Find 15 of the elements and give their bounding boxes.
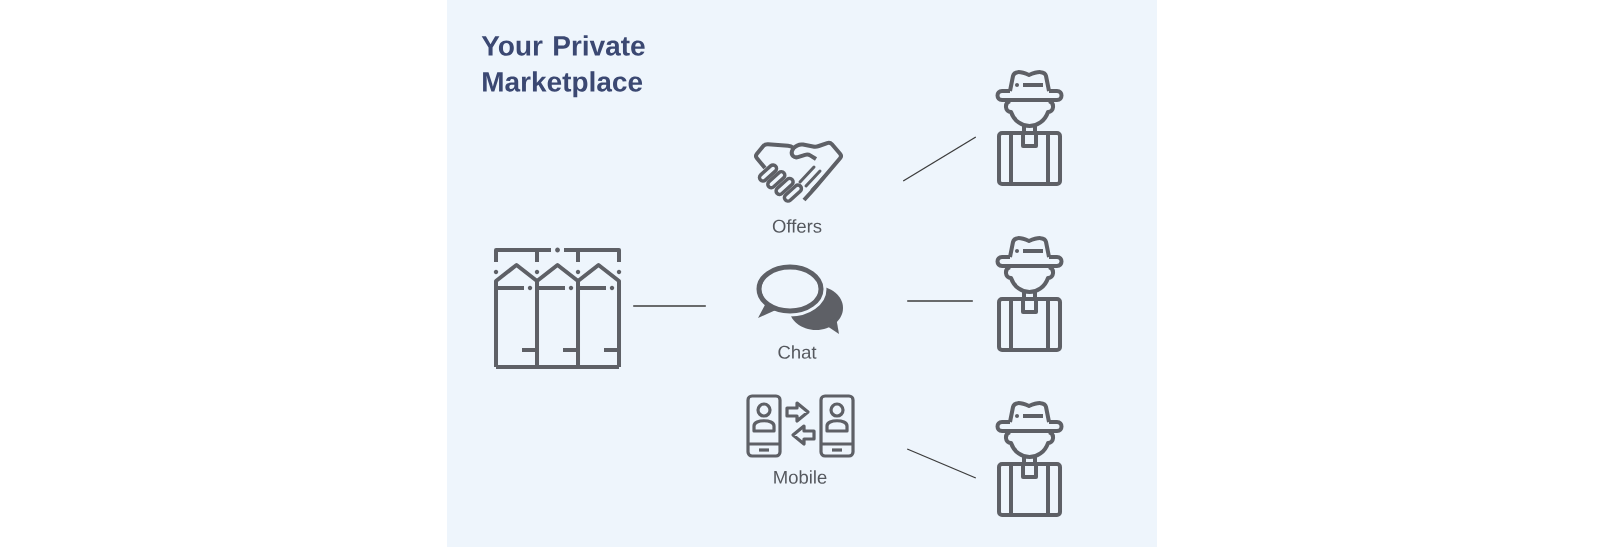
icon-caption: Chat — [778, 345, 817, 359]
title: Your Private Marketplace — [481, 35, 645, 98]
farmer-icon — [995, 70, 1064, 186]
icon-caption: Mobile — [774, 470, 827, 484]
connector-line — [906, 300, 974, 302]
fence-icon — [493, 247, 622, 369]
connector-line — [902, 136, 977, 182]
connector-line — [632, 305, 707, 307]
handshake-icon — [754, 140, 843, 203]
phones-icon — [746, 394, 855, 458]
farmer-icon — [995, 236, 1064, 352]
connector-line — [906, 448, 977, 479]
chat-bubbles-icon — [753, 261, 843, 334]
icon-caption: Offers — [772, 219, 822, 233]
farmer-icon — [995, 401, 1064, 517]
